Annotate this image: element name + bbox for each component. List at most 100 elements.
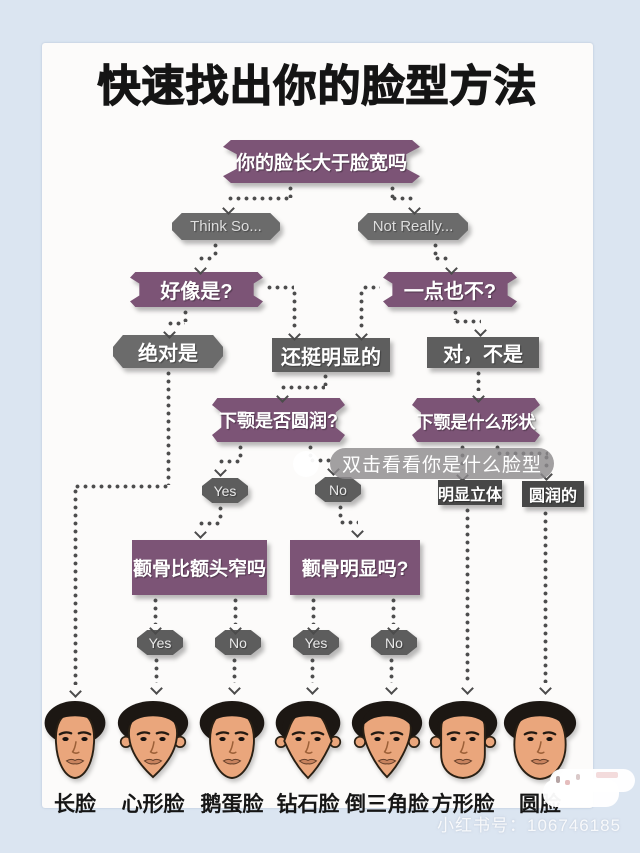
face-result-oval: 鹅蛋脸 (190, 697, 274, 818)
face-illustration-square (428, 701, 498, 779)
face-illustration-inverted-triangle (351, 701, 423, 779)
dotted-line-vertical (475, 371, 481, 391)
answer-yes-2-label: Yes (148, 634, 172, 651)
node-shape (212, 398, 345, 442)
question-cheekbone-obvious-label: 颧骨明显吗? (301, 559, 409, 580)
question-cheekbone-narrow-node: 颧骨比额头窄吗 (132, 540, 267, 595)
answer-angular-node: 明显立体 (438, 480, 502, 505)
dotted-line-vertical (309, 658, 315, 683)
dotted-line-vertical (389, 186, 395, 198)
node-shape (137, 630, 183, 655)
node-shape (358, 213, 468, 240)
face-label: 鹅蛋脸 (200, 793, 264, 816)
face-illustration-oval (199, 701, 265, 779)
question-cheekbone-obvious-node: 颧骨明显吗? (290, 540, 420, 595)
node-shape (412, 398, 540, 442)
dotted-line-horizontal (219, 458, 240, 464)
dotted-line-vertical (310, 598, 316, 624)
double-tap-hint: 双击看看你是什么脸型 (330, 448, 554, 479)
answer-quite-obvious-node: 还挺明显的 (272, 338, 390, 372)
node-shape (202, 478, 248, 503)
face-label: 倒三角脸 (345, 793, 429, 816)
dotted-line-horizontal (199, 520, 220, 526)
node-shape (438, 480, 502, 505)
double-tap-icon (293, 451, 319, 477)
face-label: 长脸 (54, 793, 96, 816)
dotted-line-vertical (152, 598, 158, 624)
question-jaw-round-label: 下颚是否圆润? (219, 411, 338, 431)
answer-yes-1-label: Yes (213, 482, 237, 499)
node-shape (132, 540, 267, 595)
question-face-length-label: 你的脸长大于脸宽吗 (235, 153, 407, 174)
dotted-line-horizontal (435, 255, 451, 261)
answer-no-2-node: No (215, 630, 261, 655)
answer-quite-obvious-label: 还挺明显的 (281, 346, 381, 369)
node-shape (113, 335, 223, 368)
answer-think-so-node: Think So... (172, 213, 280, 240)
dotted-line-vertical (72, 489, 78, 685)
dotted-line-vertical (217, 506, 223, 522)
answer-yes-3-node: Yes (293, 630, 339, 655)
face-illustration-long (44, 701, 106, 779)
logo-remnant-speck (576, 774, 580, 780)
dotted-line-vertical (291, 291, 297, 328)
answer-yes-1-node: Yes (202, 478, 248, 503)
face-result-inverted-triangle: 倒三角脸 (345, 697, 429, 818)
question-not-at-all-node: 一点也不? (383, 272, 517, 307)
dotted-line-horizontal (455, 318, 481, 324)
node-shape (315, 477, 361, 502)
dotted-line-vertical (182, 310, 188, 322)
dotted-line-vertical (542, 511, 548, 683)
face-label: 心形脸 (121, 793, 185, 816)
node-shape (427, 337, 539, 368)
answer-yes-its-not-label: 对，不是 (443, 344, 523, 366)
question-not-at-all-label: 一点也不? (403, 281, 497, 303)
dotted-line-horizontal (363, 284, 380, 290)
face-result-square: 方形脸 (421, 697, 505, 818)
dotted-line-vertical (322, 374, 328, 386)
face-result-long: 长脸 (33, 697, 117, 818)
dotted-line-horizontal (199, 255, 215, 261)
logo-remnant-speck (556, 776, 560, 783)
face-illustration-heart (117, 701, 189, 779)
answer-no-3-label: No (385, 634, 403, 651)
answer-not-really-label: Not Really... (372, 218, 454, 235)
face-illustration-diamond (274, 701, 342, 780)
dotted-line-horizontal (75, 483, 168, 489)
dotted-line-vertical (388, 658, 394, 683)
question-jaw-round-node: 下颚是否圆润? (212, 398, 345, 442)
dotted-line-vertical (452, 310, 458, 320)
answer-no-1-label: No (329, 481, 347, 498)
node-shape (383, 272, 517, 307)
answer-no-2-label: No (229, 634, 247, 651)
dotted-line-vertical (232, 598, 238, 624)
question-cheekbone-narrow-label: 颧骨比额头窄吗 (132, 559, 266, 580)
answer-yes-3-label: Yes (304, 634, 328, 651)
dotted-line-vertical (464, 508, 470, 683)
question-seems-yes-label: 好像是? (160, 281, 233, 303)
dotted-line-vertical (212, 243, 218, 257)
dotted-line-vertical (237, 445, 243, 460)
answer-no-3-node: No (371, 630, 417, 655)
dotted-line-vertical (287, 186, 293, 198)
page-title: 快速找出你的脸型方法 (97, 62, 538, 111)
question-jaw-shape-label: 下颚是什么形状 (416, 412, 536, 432)
dotted-line-horizontal (228, 195, 290, 201)
face-result-diamond: 钻石脸 (266, 697, 350, 818)
question-seems-yes-node: 好像是? (130, 272, 263, 307)
node-shape (215, 630, 261, 655)
node-shape (223, 140, 420, 183)
face-label: 钻石脸 (276, 793, 340, 816)
node-shape (293, 630, 339, 655)
answer-definitely-node: 绝对是 (113, 335, 223, 368)
logo-blur-blob (543, 779, 619, 807)
node-shape (290, 540, 420, 595)
node-shape (371, 630, 417, 655)
question-face-length-node: 你的脸长大于脸宽吗 (223, 140, 420, 183)
answer-think-so-label: Think So... (190, 218, 262, 235)
answer-not-really-node: Not Really... (358, 213, 468, 240)
dotted-line-vertical (358, 291, 364, 328)
dotted-line-vertical (390, 598, 396, 624)
face-illustration-round (503, 701, 577, 780)
node-shape (172, 213, 280, 240)
